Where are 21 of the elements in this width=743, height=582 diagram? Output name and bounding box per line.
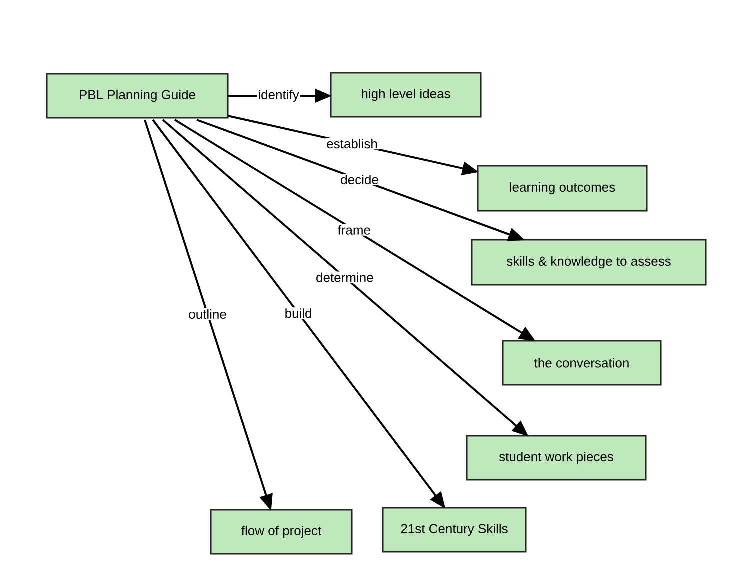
process-box: the conversation — [502, 340, 662, 386]
arrow — [152, 119, 446, 508]
edge-label: identify — [257, 88, 300, 104]
arrow — [174, 119, 535, 342]
process-box: 21st Century Skills — [382, 507, 527, 553]
arrow — [227, 115, 478, 176]
process-box: flow of project — [210, 509, 353, 555]
arrow — [196, 119, 524, 242]
edge-label: build — [284, 308, 314, 320]
process-box: student work pieces — [466, 435, 647, 481]
edge-label: frame — [336, 224, 372, 236]
process-box: high level ideas — [330, 72, 482, 118]
arrow — [162, 119, 528, 436]
edge-label: outline — [188, 308, 228, 320]
edge-label: determine — [315, 272, 375, 284]
process-box: PBL Planning Guide — [46, 73, 229, 119]
edge-label: establish — [326, 138, 379, 150]
process-box: learning outcomes — [477, 165, 648, 212]
process-box: skills & knowledge to assess — [471, 239, 707, 286]
arrow — [144, 119, 273, 510]
edge-label: decide — [340, 174, 380, 186]
